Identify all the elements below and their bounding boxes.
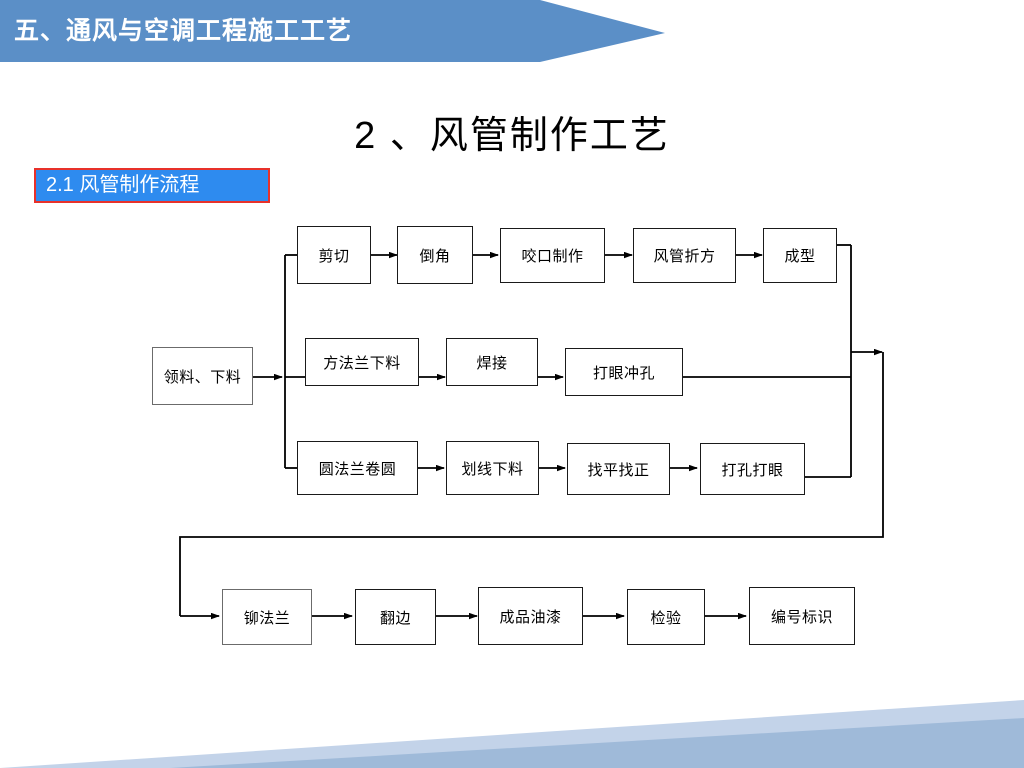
header-banner: 五、通风与空调工程施工工艺 bbox=[0, 0, 670, 66]
flow-node-row1-2[interactable]: 咬口制作 bbox=[500, 228, 605, 283]
flow-node-row1-0[interactable]: 剪切 bbox=[297, 226, 371, 284]
flow-node-row2-0[interactable]: 方法兰下料 bbox=[305, 338, 419, 386]
flow-node-start[interactable]: 领料、下料 bbox=[152, 347, 253, 405]
flow-node-row3-2[interactable]: 找平找正 bbox=[567, 443, 670, 495]
flow-node-row2-1[interactable]: 焊接 bbox=[446, 338, 538, 386]
flow-node-row4-4[interactable]: 编号标识 bbox=[749, 587, 855, 645]
flow-node-row4-1[interactable]: 翻边 bbox=[355, 589, 436, 645]
flow-node-row3-0[interactable]: 圆法兰卷圆 bbox=[297, 441, 418, 495]
header-banner-shape bbox=[0, 0, 665, 62]
flow-node-row4-0[interactable]: 铆法兰 bbox=[222, 589, 312, 645]
section-label: 2.1 风管制作流程 bbox=[34, 168, 270, 203]
flow-node-row1-4[interactable]: 成型 bbox=[763, 228, 837, 283]
flow-node-row1-1[interactable]: 倒角 bbox=[397, 226, 473, 284]
header-title: 五、通风与空调工程施工工艺 bbox=[14, 17, 353, 45]
flow-node-row4-3[interactable]: 检验 bbox=[627, 589, 705, 645]
flow-node-row3-1[interactable]: 划线下料 bbox=[446, 441, 539, 495]
page-title: 2 、风管制作工艺 bbox=[354, 115, 670, 157]
flow-node-row4-2[interactable]: 成品油漆 bbox=[478, 587, 583, 645]
flow-node-row2-2[interactable]: 打眼冲孔 bbox=[565, 348, 683, 396]
flow-node-row3-3[interactable]: 打孔打眼 bbox=[700, 443, 805, 495]
flow-node-row1-3[interactable]: 风管折方 bbox=[633, 228, 736, 283]
